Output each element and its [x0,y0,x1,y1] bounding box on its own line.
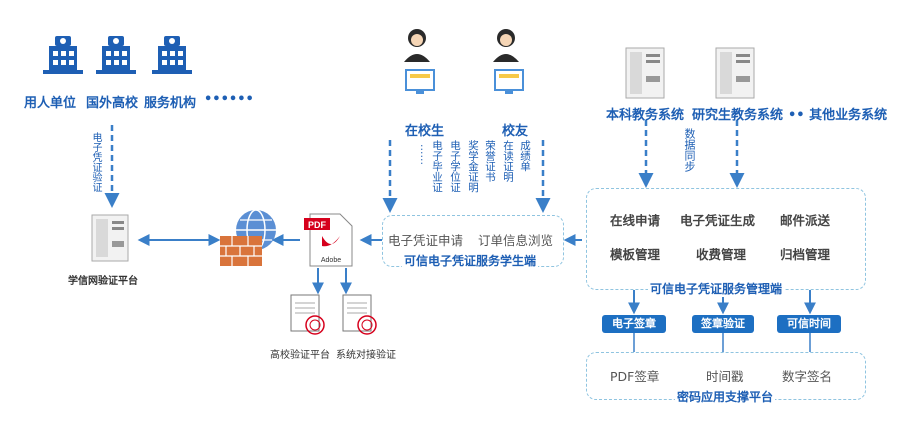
service-trusted-time: 可信时间 [777,315,841,333]
label-student-dots: …… [418,144,430,165]
label-service-agency: 服务机构 [144,96,197,111]
service-e-seal: 电子签章 [602,315,666,333]
portal-item-apply: 电子凭证申请 [388,233,464,248]
label-grad-system: 研究生教务系统 [692,108,784,123]
label-system-verify: 系统对接验证 [336,350,396,361]
func-fee: 收费管理 [696,247,747,262]
label-employer: 用人单位 [24,96,77,111]
management-title: 可信电子凭证服务管理端 [648,280,785,297]
label-alumni: 校友 [502,124,529,139]
adobe-label: Adobe [321,257,341,264]
func-archive: 归档管理 [780,247,831,262]
server-icon [91,47,755,262]
label-enrollment-cert: 在读证明 [502,140,514,182]
management-box [586,188,866,290]
label-other-system: •• 其他业务系统 [788,108,888,123]
service-seal-verify: 签章验证 [692,315,754,333]
crypto-item-timestamp: 时间戳 [706,369,744,384]
label-e-degree: 电子学位证 [449,140,461,193]
label-current-student: 在校生 [405,124,445,139]
label-university-verify: 高校验证平台 [270,350,330,361]
portal-item-order: 订单信息浏览 [478,233,554,248]
crypto-platform-title: 密码应用支撑平台 [675,388,776,405]
label-e-diploma: 电子毕业证 [431,140,443,193]
crypto-item-pdf-seal: PDF签章 [610,369,660,384]
label-ellipsis: •••••• [204,92,254,107]
label-scholarship: 奖学金证明 [467,140,479,193]
label-honor-cert: 荣誉证书 [484,140,496,182]
pdf-icon: PDF Adobe [304,213,353,267]
building-icon [43,36,192,74]
func-mail: 邮件派送 [780,213,831,228]
func-template: 模板管理 [610,247,661,262]
student-portal-title: 可信电子凭证服务学生端 [402,252,539,269]
label-data-sync: 数据同步 [683,128,696,172]
label-foreign-university: 国外高校 [86,96,139,111]
func-online-apply: 在线申请 [610,213,661,228]
crypto-item-signature: 数字签名 [782,369,833,384]
pdf-label: PDF [308,220,327,230]
label-undergrad-system: 本科教务系统 [606,108,685,123]
label-transcript: 成绩单 [519,140,531,172]
document-icon [290,294,377,335]
func-generate: 电子凭证生成 [680,213,756,228]
person-icon [404,29,524,94]
label-verify-platform: 学信网验证平台 [68,276,138,287]
label-e-credential-verify: 电子凭证验证 [90,132,101,192]
firewall-globe-icon [220,209,276,266]
